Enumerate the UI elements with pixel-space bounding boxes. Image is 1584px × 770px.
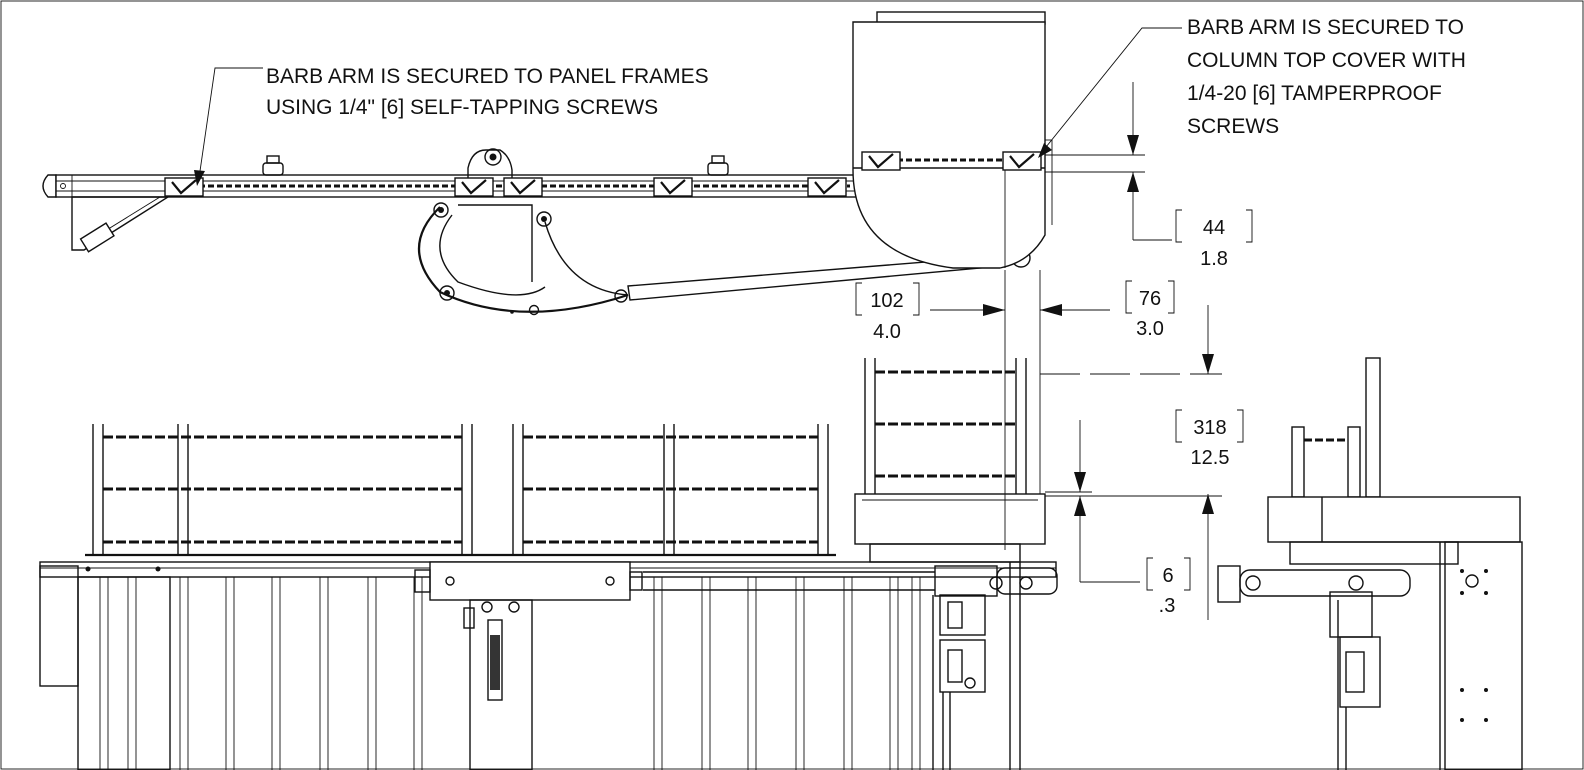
dim-imperial: 4.0 (873, 321, 901, 343)
barb-arm-top-view (42, 11, 1053, 316)
column-head (852, 11, 1053, 269)
dim-imperial: 1.8 (1200, 248, 1228, 270)
note-line: USING 1/4" [6] SELF-TAPPING SCREWS (266, 96, 658, 119)
note-line: BARB ARM IS SECURED TO PANEL FRAMES (266, 65, 709, 88)
hinge-arc-outer (418, 206, 629, 313)
note-panel-frames: BARB ARM IS SECURED TO PANEL FRAMES USIN… (266, 65, 709, 119)
note-column-cover: BARB ARM IS SECURED TO COLUMN TOP COVER … (1187, 16, 1466, 138)
dim-imperial: 3.0 (1136, 318, 1164, 340)
motor-box (39, 565, 79, 687)
note-line: COLUMN TOP COVER WITH (1187, 49, 1466, 72)
front-elevation (39, 493, 1058, 770)
note-line: SCREWS (1187, 115, 1279, 138)
dim-metric: 76 (1139, 288, 1161, 310)
dim-imperial: 12.5 (1191, 447, 1230, 469)
arm-end-cap (42, 174, 57, 198)
note-line: 1/4-20 [6] TAMPERPROOF (1187, 82, 1442, 105)
note-line: BARB ARM IS SECURED TO (1187, 16, 1464, 39)
wire-bracket (79, 151, 1042, 253)
clamp-block (939, 639, 986, 693)
knob-right (707, 155, 729, 176)
dim-metric: 318 (1193, 417, 1226, 439)
knob-left (262, 155, 284, 176)
dim-76: 76 3.0 (1125, 280, 1175, 340)
dim-102: 102 4.0 (855, 282, 920, 343)
leader-line (1041, 27, 1182, 153)
dim-metric: 6 (1162, 565, 1173, 587)
side-view (1217, 357, 1523, 770)
pivot-bolt (536, 211, 552, 227)
gate-slats (99, 577, 921, 770)
fence-panels (85, 358, 1027, 557)
hinge-bracket (467, 149, 513, 197)
clamp-block (939, 594, 986, 636)
dimension-lines (194, 27, 1222, 620)
dim-6: 6 .3 (1146, 557, 1191, 617)
column-base (854, 493, 1046, 545)
dim-imperial: .3 (1159, 595, 1176, 617)
actuator-housing (429, 561, 631, 601)
dim-318: 318 12.5 (1175, 409, 1244, 469)
angled-brace (71, 196, 171, 251)
dim-metric: 44 (1203, 217, 1225, 239)
pivot-bolt (439, 285, 455, 301)
dim-metric: 102 (870, 290, 903, 312)
leader-line (198, 67, 263, 179)
dim-44: 44 1.8 (1175, 209, 1253, 270)
pivot-bolt (433, 202, 449, 218)
